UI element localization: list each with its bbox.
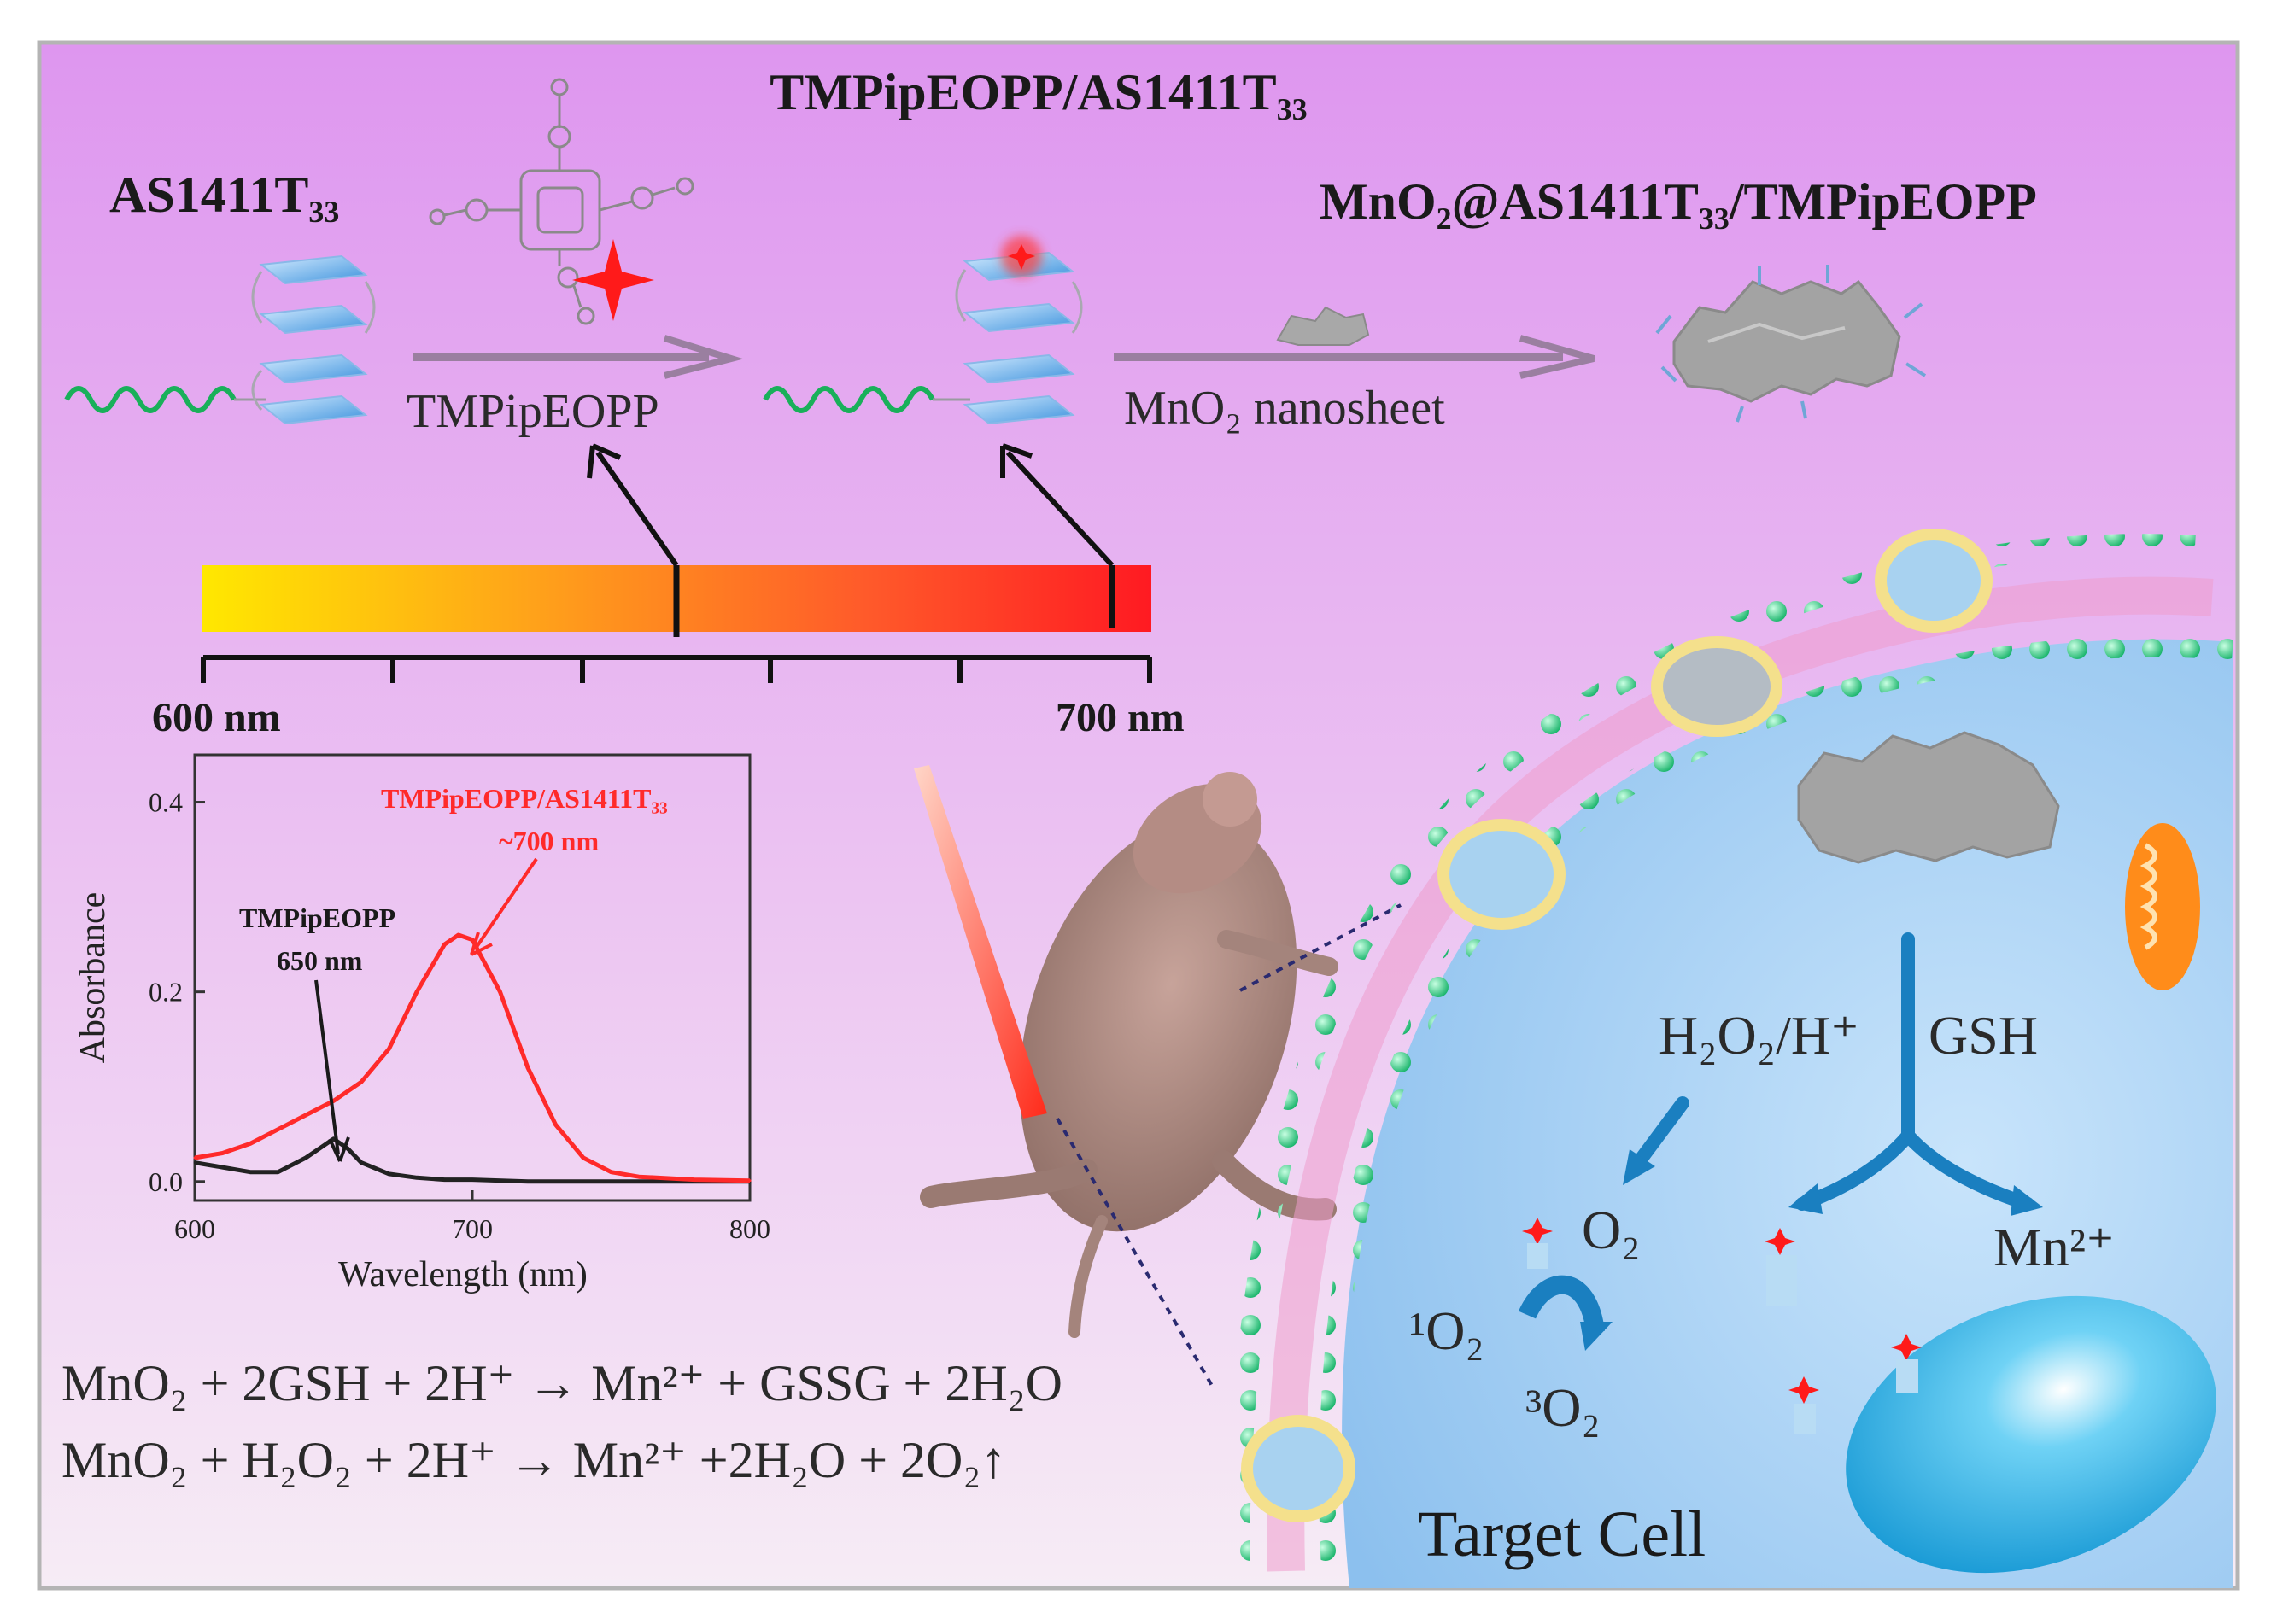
chart-x-tick-label: 700 [452, 1213, 493, 1244]
label-singlet-o2: ¹O₂ [1409, 1300, 1484, 1361]
series-point [249, 1171, 252, 1174]
series-line-tmpipeopp [194, 1136, 750, 1184]
endosome-vesicle-2 [1241, 1415, 1355, 1522]
series-point [471, 1178, 474, 1182]
series-point [249, 1142, 252, 1145]
mno2-nanosheet-small [1276, 306, 1370, 346]
aptamer-quadruplex-1 [64, 254, 376, 425]
chart-x-tick-label: 800 [729, 1213, 770, 1244]
target-cell: H₂O₂/H⁺ GSH O₂ Mn²⁺ ¹O₂ ³O₂ Target Cell [1227, 529, 2233, 1589]
annotation-red-name: TMPipEOPP/AS1411T₃₃ [381, 783, 668, 814]
endosome-vesicle-4 [1651, 636, 1782, 737]
series-point [582, 1180, 585, 1183]
label-gsh: GSH [1929, 1005, 2038, 1066]
callout-arrow-700 [1000, 443, 1115, 568]
series-point [360, 1080, 363, 1084]
step1-label: TMPipEOPP [407, 385, 659, 438]
annotation-black-name: TMPipEOPP [239, 903, 395, 933]
series-point [693, 1178, 696, 1182]
title-left: AS1411T₃₃ [109, 166, 339, 223]
label-target-cell: Target Cell [1418, 1498, 1706, 1570]
series-point [499, 990, 501, 994]
series-point [277, 1128, 279, 1131]
zoom-dashed-line-bottom [1056, 1117, 1216, 1392]
wavelength-max-label: 700 nm [1056, 695, 1185, 740]
series-point [582, 1156, 585, 1160]
chart-x-tick-label: 600 [174, 1213, 215, 1244]
callout-arrow-650 [587, 443, 679, 567]
series-point [526, 1180, 530, 1183]
singlet-oxygen-arrow [1518, 1275, 1605, 1334]
series-point [610, 1171, 612, 1174]
series-point [637, 1180, 641, 1183]
mitochondrion [2125, 823, 2200, 990]
series-point [193, 1156, 196, 1160]
step2-arrow [1114, 335, 1595, 379]
title-right: MnO₂@AS1411T₃₃/TMPipEOPP [1320, 173, 2037, 230]
laser-beam [914, 765, 1047, 1119]
series-line-complex [194, 932, 751, 1183]
mno2-nanosheet-complex-cell [1797, 731, 2060, 864]
gsh-arrow-left-head [1788, 1183, 1823, 1214]
series-point [346, 1147, 349, 1150]
label-mn2: Mn²⁺ [1993, 1217, 2115, 1277]
absorbance-chart: 600 700 800 0.0 0.2 0.4 Absorbance Wavelength… [73, 753, 770, 1294]
chart-y-tick-label: 0.4 [149, 787, 183, 818]
endosome-vesicle-1 [1437, 819, 1566, 930]
nucleus [1846, 1295, 2216, 1574]
chart-y-tick-label: 0.2 [149, 977, 183, 1008]
released-complexes [1522, 1218, 1922, 1434]
series-point [332, 1137, 335, 1141]
gsh-arrow-right-head [2011, 1185, 2043, 1216]
series-point [193, 1161, 196, 1165]
series-point [748, 1179, 752, 1183]
series-point [318, 1147, 321, 1150]
series-point [304, 1156, 307, 1160]
series-point [443, 943, 446, 946]
step1-arrow [413, 335, 744, 379]
annotation-red-peak: ~700 nm [499, 826, 599, 856]
step2-label: MnO₂ nanosheet [1124, 382, 1445, 435]
series-point [443, 1178, 446, 1182]
series-point [304, 1113, 307, 1117]
series-point [388, 1047, 390, 1050]
series-point [554, 1123, 557, 1126]
series-point [360, 1161, 363, 1165]
chart-y-tick-label: 0.0 [149, 1166, 183, 1197]
red-star-icon [572, 239, 654, 321]
series-point [457, 933, 460, 937]
series-point [388, 1172, 390, 1176]
wavelength-min-label: 600 nm [152, 695, 281, 740]
annotation-black-peak: 650 nm [277, 945, 363, 976]
annotation-black-arrow [314, 979, 350, 1162]
label-o2: O₂ [1582, 1200, 1641, 1260]
wavelength-axis [201, 655, 1152, 683]
series-point [637, 1175, 641, 1178]
label-triplet-o2: ³O₂ [1525, 1377, 1601, 1438]
series-point [415, 1176, 419, 1179]
series-point [221, 1165, 224, 1169]
label-h2o2: H₂O₂/H⁺ [1659, 1005, 1859, 1066]
equation-h2o2: MnO₂ + H₂O₂ + 2H⁺ → Mn²⁺ +2H₂O + 2O₂↑ [61, 1432, 1006, 1488]
equation-gsh: MnO₂ + 2GSH + 2H⁺ → Mn²⁺ + GSSG + 2H₂O [61, 1355, 1062, 1411]
aptamer-quadruplex-2 [763, 236, 1083, 425]
endosome-vesicle-3 [1875, 529, 1993, 633]
title-top-center: TMPipEOPP/AS1411T₃₃ [770, 64, 1307, 120]
series-point [221, 1152, 224, 1154]
chart-y-axis-label: Absorbance [73, 892, 113, 1064]
mno2-nanosheet-complex-top [1655, 265, 1927, 423]
mouse-illustration [920, 772, 1338, 1338]
series-point [526, 1066, 530, 1069]
annotation-red-arrow [470, 857, 538, 956]
chart-x-axis-label: Wavelength (nm) [338, 1255, 588, 1294]
series-point [277, 1171, 279, 1174]
series-point [471, 938, 474, 942]
series-point [415, 990, 419, 994]
h2o2-arrow [1623, 1096, 1689, 1185]
porphyrin-molecule [429, 78, 694, 325]
